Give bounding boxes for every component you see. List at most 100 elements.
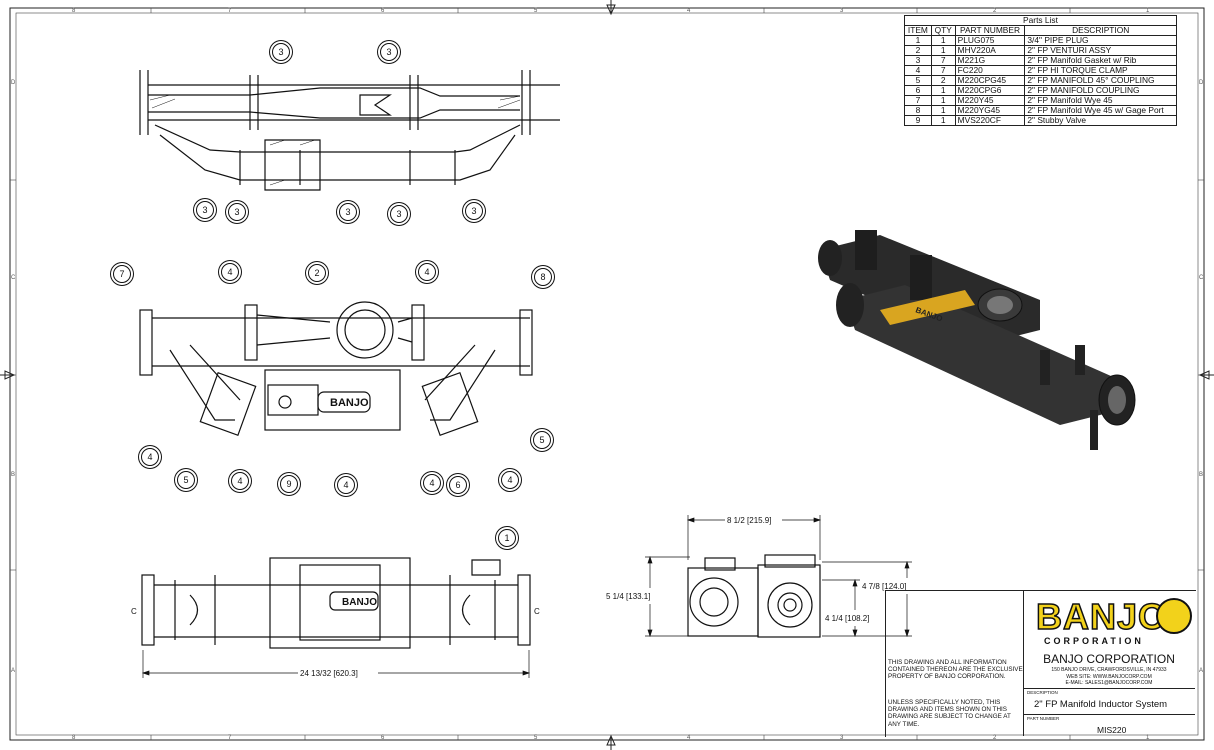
logo-ball-icon	[1156, 598, 1192, 634]
bottom-view	[141, 557, 531, 649]
height-left-label: 5 1/4 [133.1]	[606, 592, 650, 601]
bottom-view-logo: BANJO	[342, 597, 377, 608]
center-mark-top	[606, 0, 616, 16]
property-notice: THIS DRAWING AND ALL INFORMATION CONTAIN…	[888, 659, 1023, 681]
qty-cell: 1	[930, 45, 956, 56]
zone-row-label: B	[1199, 472, 1204, 478]
item-balloon: 1	[498, 529, 516, 547]
company-address: 150 BANJO DRIVE, CRAWFORDSVILLE, IN 4793…	[1051, 667, 1167, 673]
zone-column-label: 1	[1146, 735, 1150, 741]
part-number-row-border	[1023, 714, 1195, 715]
zone-column-label: 3	[840, 735, 844, 741]
qty-cell: 7	[930, 65, 956, 76]
company-email: E-MAIL: SALES1@BANJOCORP.COM	[1065, 680, 1153, 686]
part-number-cell: PLUG075	[954, 35, 1026, 46]
title-block-divider	[1023, 590, 1024, 736]
parts-list-table: Parts List ITEM QTY PART NUMBER DESCRIPT…	[904, 15, 1177, 126]
zone-column-label: 7	[228, 735, 232, 741]
center-mark-right	[1198, 370, 1214, 380]
zone-row-label: D	[11, 80, 16, 86]
front-view-logo: BANJO	[330, 397, 369, 409]
description-cell: 2" FP MANIFOLD 45° COUPLING	[1024, 75, 1177, 86]
description-cell: 2" FP Manifold Wye 45	[1024, 95, 1177, 106]
description-cell: 2" Stubby Valve	[1024, 115, 1177, 126]
part-number-cell: M220CPG6	[954, 85, 1026, 96]
item-cell: 2	[904, 45, 932, 56]
item-cell: 1	[904, 35, 932, 46]
zone-row-label: C	[1199, 275, 1204, 281]
item-cell: 9	[904, 115, 932, 126]
item-cell: 3	[904, 55, 932, 66]
item-balloon: 3	[339, 203, 357, 221]
header-part-number: PART NUMBER	[954, 25, 1026, 36]
end-view-dimensions	[645, 515, 912, 638]
top-view-hatch	[149, 94, 521, 186]
item-balloon: 9	[280, 475, 298, 493]
qty-cell: 7	[930, 55, 956, 66]
length-dimension	[141, 650, 531, 678]
zone-column-label: 6	[381, 735, 385, 741]
center-mark-bottom	[606, 734, 616, 750]
zone-column-label: 1	[1146, 8, 1150, 14]
description-cell: 2" FP Manifold Wye 45 w/ Gage Port	[1024, 105, 1177, 116]
part-number-cell: M220Y45	[954, 95, 1026, 106]
isometric-render	[818, 230, 1136, 450]
qty-cell: 1	[930, 105, 956, 116]
part-number-cell: MHV220A	[954, 45, 1026, 56]
part-number-cell: FC220	[954, 65, 1026, 76]
zone-column-label: 4	[687, 8, 691, 14]
zone-column-label: 2	[993, 8, 997, 14]
section-marker-left: C	[131, 607, 137, 616]
zone-row-label: C	[11, 275, 16, 281]
header-description: DESCRIPTION	[1024, 25, 1177, 36]
item-balloon: 3	[228, 203, 246, 221]
item-balloon: 4	[231, 472, 249, 490]
item-balloon: 4	[501, 471, 519, 489]
item-balloon: 4	[418, 263, 436, 281]
item-balloon: 4	[423, 474, 441, 492]
item-balloon: 5	[533, 431, 551, 449]
sheet-border	[9, 7, 1205, 741]
description-row-border	[1023, 688, 1195, 689]
zone-row-label: B	[11, 472, 16, 478]
end-view	[687, 554, 821, 638]
item-balloon: 5	[177, 471, 195, 489]
part-number-cell: M220CPG45	[954, 75, 1026, 86]
part-number-value: MIS220	[1097, 725, 1127, 735]
section-marker-right: C	[534, 607, 540, 616]
zone-column-label: 3	[840, 8, 844, 14]
item-balloon: 4	[337, 476, 355, 494]
item-cell: 8	[904, 105, 932, 116]
item-cell: 7	[904, 95, 932, 106]
item-balloon: 3	[380, 43, 398, 61]
header-item: ITEM	[904, 25, 932, 36]
part-number-label: PART NUMBER	[1027, 716, 1060, 721]
zone-column-label: 6	[381, 8, 385, 14]
width-dimension-label: 8 1/2 [215.9]	[727, 516, 771, 525]
item-balloon: 4	[141, 448, 159, 466]
description-cell: 2" FP HI TORQUE CLAMP	[1024, 65, 1177, 76]
item-balloon: 3	[272, 43, 290, 61]
height-right-lower-label: 4 1/4 [108.2]	[825, 614, 869, 623]
qty-cell: 2	[930, 75, 956, 86]
item-balloon: 2	[308, 264, 326, 282]
item-cell: 4	[904, 65, 932, 76]
logo-subtext: CORPORATION	[1044, 636, 1144, 646]
item-cell: 5	[904, 75, 932, 86]
zone-column-label: 8	[72, 8, 76, 14]
description-cell: 2" FP VENTURI ASSY	[1024, 45, 1177, 56]
qty-cell: 1	[930, 85, 956, 96]
qty-cell: 1	[930, 115, 956, 126]
front-view	[139, 301, 533, 437]
header-qty: QTY	[930, 25, 956, 36]
qty-cell: 1	[930, 35, 956, 46]
part-number-cell: M220YG45	[954, 105, 1026, 116]
description-cell: 3/4" PIPE PLUG	[1024, 35, 1177, 46]
item-balloon: 3	[390, 205, 408, 223]
qty-cell: 1	[930, 95, 956, 106]
